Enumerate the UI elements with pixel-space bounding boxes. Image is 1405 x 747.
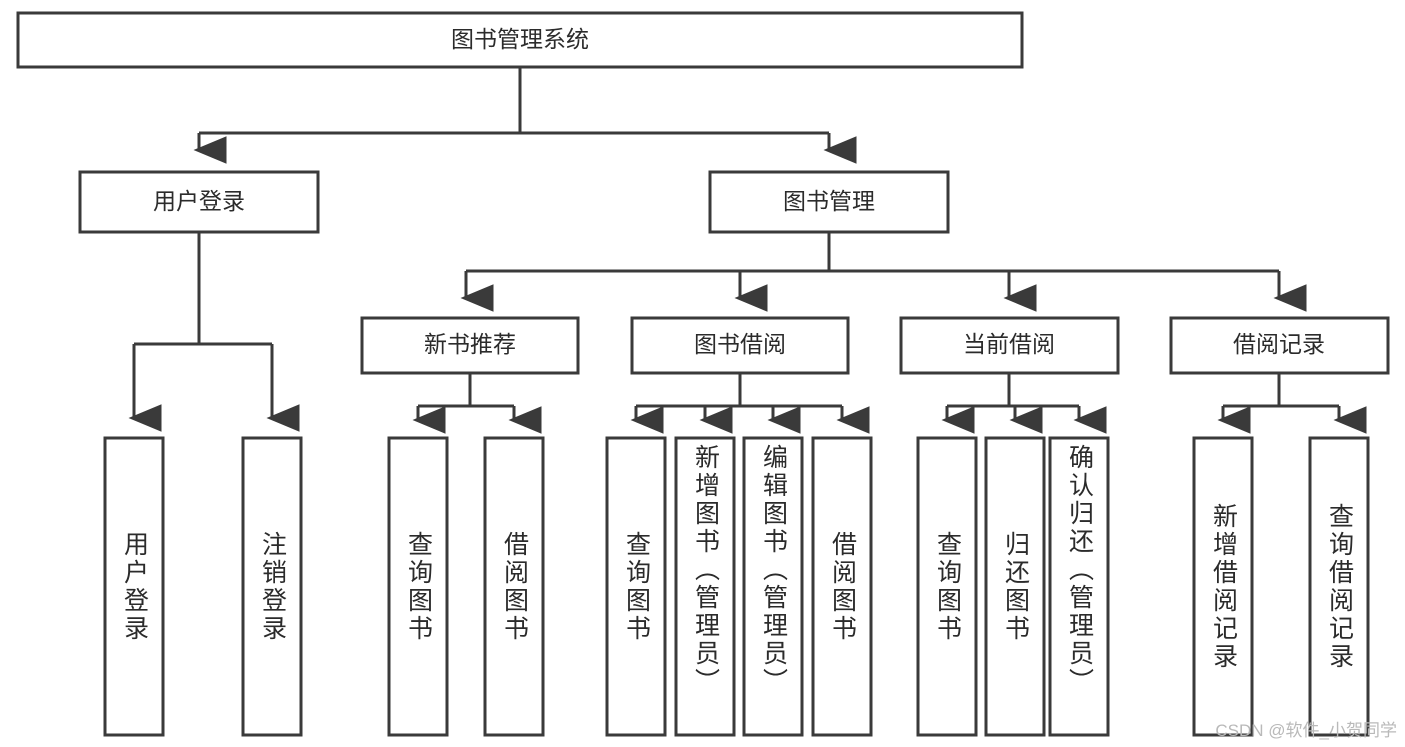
leaf-box-query-book-2[interactable] — [605, 436, 667, 737]
leaf-box-query-book-1[interactable] — [387, 436, 449, 737]
node-current-borrow[interactable]: 当前借阅 — [899, 316, 1120, 375]
connector-new-book-recommend-to-leaves — [412, 373, 542, 434]
node-book-manage[interactable]: 图书管理 — [708, 170, 950, 234]
node-new-book-recommend-box[interactable] — [360, 316, 580, 375]
node-root-label: 图书管理系统 — [451, 26, 589, 52]
node-user-login-label: 用户登录 — [153, 188, 245, 214]
node-book-manage-label: 图书管理 — [783, 188, 875, 214]
leaf-box-borrow-book-1[interactable] — [483, 436, 545, 737]
leaf-boxes — [103, 436, 1370, 737]
leaf-box-borrow-book-2[interactable] — [811, 436, 873, 737]
connector-current-borrow-to-leaves — [941, 373, 1107, 434]
connector-borrow-record-to-leaves — [1217, 373, 1367, 434]
leaf-box-query-record[interactable] — [1308, 436, 1370, 737]
node-root[interactable]: 图书管理系统 — [16, 11, 1024, 69]
node-current-borrow-box[interactable] — [899, 316, 1120, 375]
node-current-borrow-label: 当前借阅 — [963, 331, 1055, 357]
leaf-box-user-login[interactable] — [103, 436, 165, 737]
connector-root-to-level2 — [193, 67, 857, 164]
leaf-box-user-logout[interactable] — [241, 436, 303, 737]
leaf-box-add-record[interactable] — [1192, 436, 1254, 737]
node-root-box[interactable] — [16, 11, 1024, 69]
leaf-box-edit-book[interactable] — [742, 436, 804, 737]
watermark: CSDN @软件_小贺同学 — [1215, 721, 1397, 740]
node-new-book-recommend[interactable]: 新书推荐 — [360, 316, 580, 375]
node-user-login-box[interactable] — [78, 170, 320, 234]
leaf-box-query-book-3[interactable] — [916, 436, 978, 737]
node-user-login[interactable]: 用户登录 — [78, 170, 320, 234]
connector-user-login-to-leaves — [128, 232, 300, 432]
node-borrow-record-label: 借阅记录 — [1233, 331, 1325, 357]
node-book-borrow-label: 图书借阅 — [694, 331, 786, 357]
node-new-book-recommend-label: 新书推荐 — [424, 331, 516, 357]
node-book-borrow[interactable]: 图书借阅 — [630, 316, 850, 375]
connector-book-manage-to-level3 — [460, 232, 1307, 312]
connector-book-borrow-to-leaves — [630, 373, 870, 434]
leaf-box-confirm-return[interactable] — [1048, 436, 1110, 737]
leaf-box-add-book[interactable] — [674, 436, 736, 737]
leaf-box-return-book[interactable] — [984, 436, 1046, 737]
node-borrow-record[interactable]: 借阅记录 — [1169, 316, 1390, 375]
